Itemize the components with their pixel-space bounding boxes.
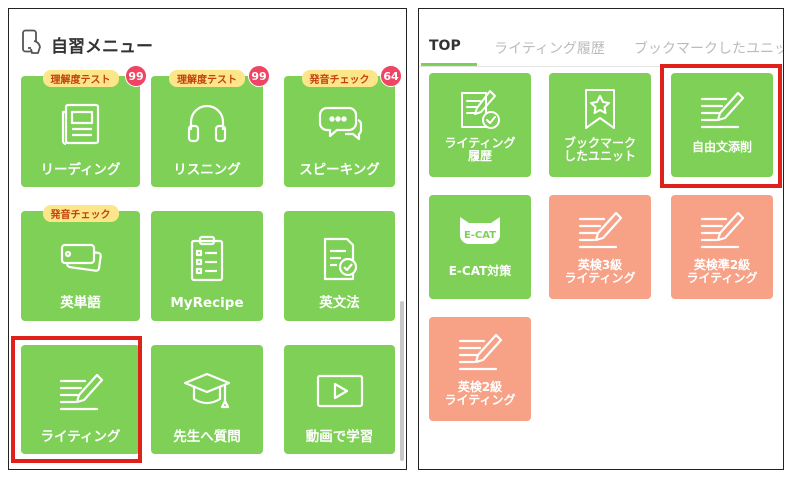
tile-label: 英文法 [319,295,360,311]
notification-badge: 64 [380,65,402,87]
tile-speaking[interactable]: 発音チェック 64 スピーキング [284,65,402,187]
tile-bookmarked-units[interactable]: ブックマーク したユニット [549,73,651,177]
speech-bubbles-icon [284,102,395,144]
notification-badge: 99 [248,65,270,87]
ecat-logo-text: E-CAT [464,230,496,241]
notification-badge: 99 [125,65,147,87]
tile-grammar[interactable]: 英文法 [284,211,395,321]
tile-tag: 発音チェック [42,205,119,222]
tile-tag: 理解度テスト [169,70,245,87]
writing-history-icon [429,87,531,131]
tile-label: リスニング [173,162,241,178]
smartphone-icon [21,29,43,59]
tile-label: ライティング 履歴 [444,136,516,163]
tile-label: ブックマーク したユニット [563,136,636,163]
tile-label: 英単語 [60,295,101,311]
tile-eiken-pre2-writing[interactable]: 英検準2級 ライティング [671,195,773,299]
tile-eiken-2-writing[interactable]: 英検2級 ライティング [429,317,531,421]
play-video-icon [284,373,395,411]
menu-header: 自習メニュー [21,29,153,59]
tile-label: リーディング [40,162,121,178]
tile-label: MyRecipe [170,295,244,311]
tile-label: 自由文添削 [691,140,752,154]
tile-listening[interactable]: 理解度テスト 99 リスニング [151,65,270,187]
tile-tag: 理解度テスト [42,70,119,87]
newspaper-icon [21,102,140,146]
tile-tag: 発音チェック [301,70,378,87]
tile-vocabulary[interactable]: 発音チェック 英単語 [21,205,140,321]
tile-label: 英検3級 ライティング [564,258,636,285]
ecat-logo-icon: E-CAT [429,213,531,247]
tile-writing-history[interactable]: ライティング 履歴 [429,73,531,177]
tile-label: 英検準2級 ライティング [686,258,758,285]
tile-label: 動画で学習 [305,429,374,445]
tile-reading[interactable]: 理解度テスト 99 リーディング [21,65,147,187]
self-study-menu-panel: 自習メニュー 理解度テスト 99 リーディング 理解度テスト 99 リスニング [8,8,407,470]
tile-label: スピーキング [299,162,380,178]
pencil-lines-icon [671,209,773,249]
tab-writing-history[interactable]: ライティング履歴 [494,41,605,57]
scrollbar[interactable] [400,301,404,461]
tile-label: 英検2級 ライティング [444,380,516,407]
tile-free-composition-correction[interactable]: 自由文添削 [671,73,773,177]
header-title: 自習メニュー [51,36,153,57]
pencil-lines-icon [549,209,651,249]
tile-video-learning[interactable]: 動画で学習 [284,345,395,454]
tile-label: 先生へ質問 [173,429,241,445]
tile-eiken-3-writing[interactable]: 英検3級 ライティング [549,195,651,299]
headphones-icon [151,102,263,144]
pencil-lines-icon [429,331,531,371]
tile-writing[interactable]: ライティング [21,345,140,454]
tile-ecat-prep[interactable]: E-CAT E-CAT対策 [429,195,531,299]
flashcards-icon [21,239,140,279]
mortarboard-icon [151,369,263,413]
document-check-icon [284,235,395,283]
tile-label: ライティング [40,429,121,445]
active-tab-indicator [421,63,477,66]
tile-label: E-CAT対策 [448,264,512,278]
tab-top[interactable]: TOP [429,38,461,54]
tile-myrecipe[interactable]: MyRecipe [151,211,263,321]
pencil-lines-icon [671,89,773,129]
clipboard-icon [151,235,263,283]
pencil-lines-icon [21,371,140,411]
bookmark-star-icon [549,87,651,131]
tile-ask-teacher[interactable]: 先生へ質問 [151,345,263,454]
